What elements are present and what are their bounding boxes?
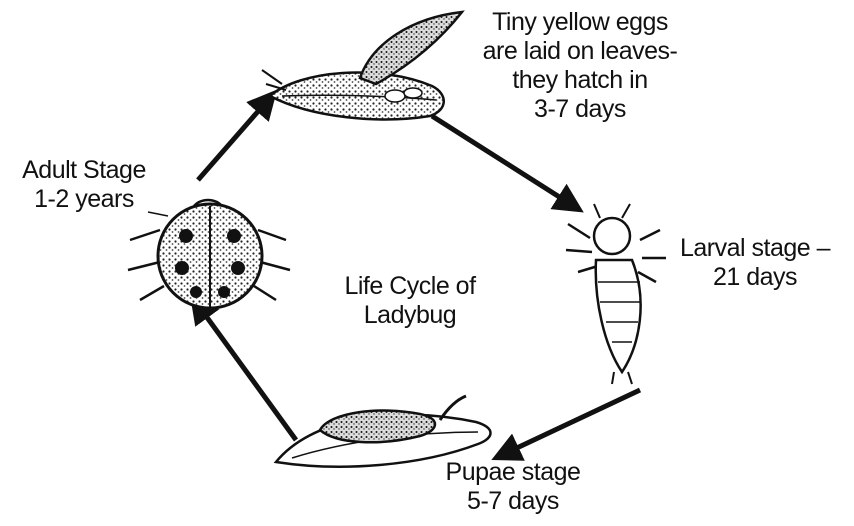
larva-stage-label: Larval stage – 21 days [660,234,850,292]
label-line: are laid on leaves- [460,37,700,66]
label-line: Tiny yellow eggs [460,8,700,37]
title-line: Ladybug [300,301,520,330]
eggs-on-leaf-icon [262,12,462,119]
eggs-stage-label: Tiny yellow eggs are laid on leaves- the… [460,8,700,124]
label-line: 1-2 years [4,185,164,214]
arrow-adult-to-eggs [198,100,268,180]
pupa-on-leaf-icon [276,396,491,467]
label-line: 3-7 days [460,95,700,124]
ladybug-icon [128,200,290,308]
label-line: 5-7 days [418,487,608,516]
adult-stage-label: Adult Stage 1-2 years [4,156,164,214]
arrow-pupa-to-adult [198,305,296,440]
label-line: they hatch in [460,66,700,95]
label-line: Pupae stage [418,458,608,487]
label-line: Adult Stage [4,156,164,185]
pupa-stage-label: Pupae stage 5-7 days [418,458,608,516]
label-line: Larval stage – [660,234,850,263]
larva-icon [566,204,666,384]
title-line: Life Cycle of [300,272,520,301]
label-line: 21 days [660,263,850,292]
arrow-larva-to-pupa [504,390,640,454]
arrow-eggs-to-larva [432,116,572,205]
diagram-title: Life Cycle of Ladybug [300,272,520,330]
